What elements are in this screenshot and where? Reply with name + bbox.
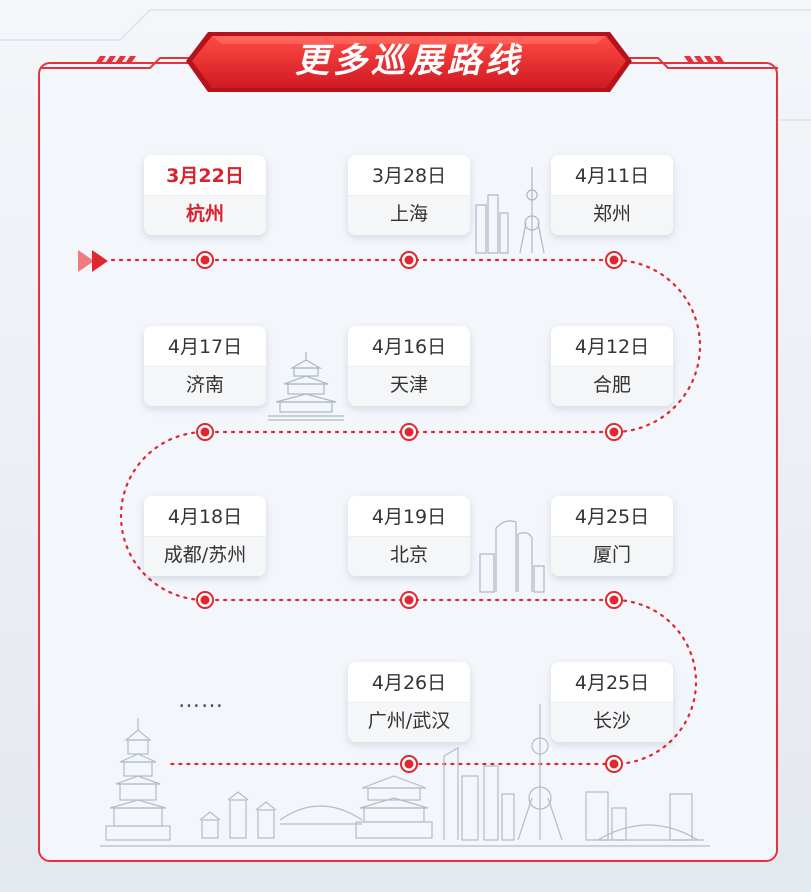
- route-stop-dot: [605, 251, 623, 269]
- stop-date: 4月26日: [371, 672, 447, 694]
- route-stop-dot: [605, 591, 623, 609]
- stop-city: 北京: [348, 536, 470, 576]
- stop-city: 济南: [144, 366, 266, 406]
- title-banner-shape: [186, 32, 632, 92]
- stop-card: 4月19日北京: [348, 496, 470, 576]
- stop-card: 4月17日济南: [144, 326, 266, 406]
- stop-card: 4月16日天津: [348, 326, 470, 406]
- stop-city: 郑州: [551, 195, 673, 235]
- stop-card: 4月11日郑州: [551, 155, 673, 235]
- route-stop-dot: [605, 423, 623, 441]
- stop-card: 4月25日长沙: [551, 662, 673, 742]
- stop-city: 长沙: [551, 702, 673, 742]
- stop-city: 合肥: [551, 366, 673, 406]
- banner-right-stripes: [628, 56, 778, 69]
- city-skyline-icon: [100, 704, 710, 847]
- stop-date: 4月11日: [574, 165, 650, 187]
- stop-date: 3月28日: [371, 165, 447, 187]
- beijing-skyline-icon: [479, 520, 545, 593]
- shanghai-skyline-icon: [475, 167, 545, 254]
- route-stop-dot: [400, 591, 418, 609]
- stop-date: 4月12日: [574, 336, 650, 358]
- stop-card: 4月25日厦门: [551, 496, 673, 576]
- stop-city: 成都/苏州: [144, 536, 266, 576]
- stop-city: 上海: [348, 195, 470, 235]
- stop-date: 4月19日: [371, 506, 447, 528]
- temple-icon: [268, 352, 344, 421]
- stop-card: 4月18日成都/苏州: [144, 496, 266, 576]
- route-stop-dot: [400, 423, 418, 441]
- stop-city: 厦门: [551, 536, 673, 576]
- route-stop-dot: [196, 251, 214, 269]
- stop-date: 4月25日: [574, 672, 650, 694]
- route-stop-dot: [196, 591, 214, 609]
- stop-card: 4月26日广州/武汉: [348, 662, 470, 742]
- page-title: 更多巡展路线: [295, 41, 523, 81]
- more-stops-ellipsis: ……: [178, 688, 224, 713]
- banner-left-stripes: [40, 56, 190, 69]
- stop-city: 天津: [348, 366, 470, 406]
- stop-card: 3月28日上海: [348, 155, 470, 235]
- stop-date: 4月18日: [167, 506, 243, 528]
- title-banner: 更多巡展路线: [186, 30, 632, 96]
- stop-card: 4月12日合肥: [551, 326, 673, 406]
- stop-date: 4月17日: [167, 336, 243, 358]
- stop-card: 3月22日杭州: [144, 155, 266, 235]
- stop-city: 杭州: [144, 195, 266, 235]
- route-stop-dot: [605, 755, 623, 773]
- stop-city: 广州/武汉: [348, 702, 470, 742]
- route-stop-dot: [400, 251, 418, 269]
- stop-date: 4月16日: [371, 336, 447, 358]
- stop-date: 4月25日: [574, 506, 650, 528]
- route-stop-dot: [400, 755, 418, 773]
- route-stop-dot: [196, 423, 214, 441]
- play-arrows-icon: [78, 250, 108, 272]
- stop-date: 3月22日: [166, 165, 244, 187]
